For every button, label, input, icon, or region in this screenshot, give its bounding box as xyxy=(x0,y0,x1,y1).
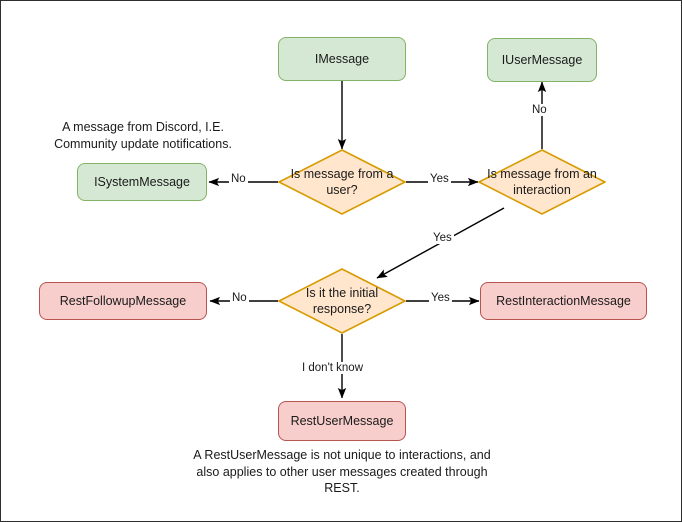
edge-label-dont-know-text: I don't know xyxy=(302,362,364,374)
edge-label-initial-no-text: No xyxy=(232,292,247,304)
node-iusermessage-label: IUserMessage xyxy=(501,53,583,67)
note-system-message: A message from Discord, I.E. Community u… xyxy=(47,119,239,152)
edge-label-initial-yes: Yes xyxy=(429,292,452,304)
node-restusermessage-label: RestUserMessage xyxy=(290,414,394,428)
edge-label-from-interaction-yes-text: Yes xyxy=(433,232,452,244)
decision-is-initial-response[interactable]: Is it the initial response? xyxy=(278,268,406,334)
edge-label-initial-yes-text: Yes xyxy=(431,292,450,304)
note-system-message-text: A message from Discord, I.E. Community u… xyxy=(54,120,232,151)
decision-from-interaction-label: Is message from an interaction xyxy=(487,166,597,197)
decision-initial-response-label: Is it the initial response? xyxy=(305,285,379,316)
note-rest-user-message-text: A RestUserMessage is not unique to inter… xyxy=(193,448,491,495)
decision-initial-response-shape xyxy=(278,268,406,334)
node-isystemmessage-label: ISystemMessage xyxy=(94,175,190,189)
node-restinteractionmessage-label: RestInteractionMessage xyxy=(496,294,631,308)
node-restusermessage[interactable]: RestUserMessage xyxy=(278,401,406,441)
edge-label-initial-no: No xyxy=(230,292,249,304)
edge-label-from-interaction-yes: Yes xyxy=(431,232,454,244)
edge-label-from-user-yes: Yes xyxy=(428,173,451,185)
decision-from-interaction-shape xyxy=(478,149,606,215)
edge-label-from-interaction-no-text: No xyxy=(532,104,547,116)
edge-label-dont-know: I don't know xyxy=(300,362,366,374)
node-restinteractionmessage[interactable]: RestInteractionMessage xyxy=(480,282,647,320)
edge-label-from-user-no-text: No xyxy=(231,173,246,185)
note-rest-user-message: A RestUserMessage is not unique to inter… xyxy=(187,447,497,497)
decision-is-message-from-interaction[interactable]: Is message from an interaction xyxy=(478,149,606,215)
edge-label-from-user-yes-text: Yes xyxy=(430,173,449,185)
edge-label-from-user-no: No xyxy=(229,173,248,185)
node-iusermessage[interactable]: IUserMessage xyxy=(487,38,597,82)
node-isystemmessage[interactable]: ISystemMessage xyxy=(77,163,207,201)
decision-is-message-from-user[interactable]: Is message from a user? xyxy=(278,149,406,215)
node-restfollowupmessage-label: RestFollowupMessage xyxy=(59,294,187,308)
edge-label-from-interaction-no: No xyxy=(530,104,549,116)
node-restfollowupmessage[interactable]: RestFollowupMessage xyxy=(39,282,207,320)
node-imessage[interactable]: IMessage xyxy=(278,37,406,81)
decision-from-user-shape xyxy=(278,149,406,215)
node-imessage-label: IMessage xyxy=(314,52,370,66)
decision-from-user-label: Is message from a user? xyxy=(290,166,394,197)
